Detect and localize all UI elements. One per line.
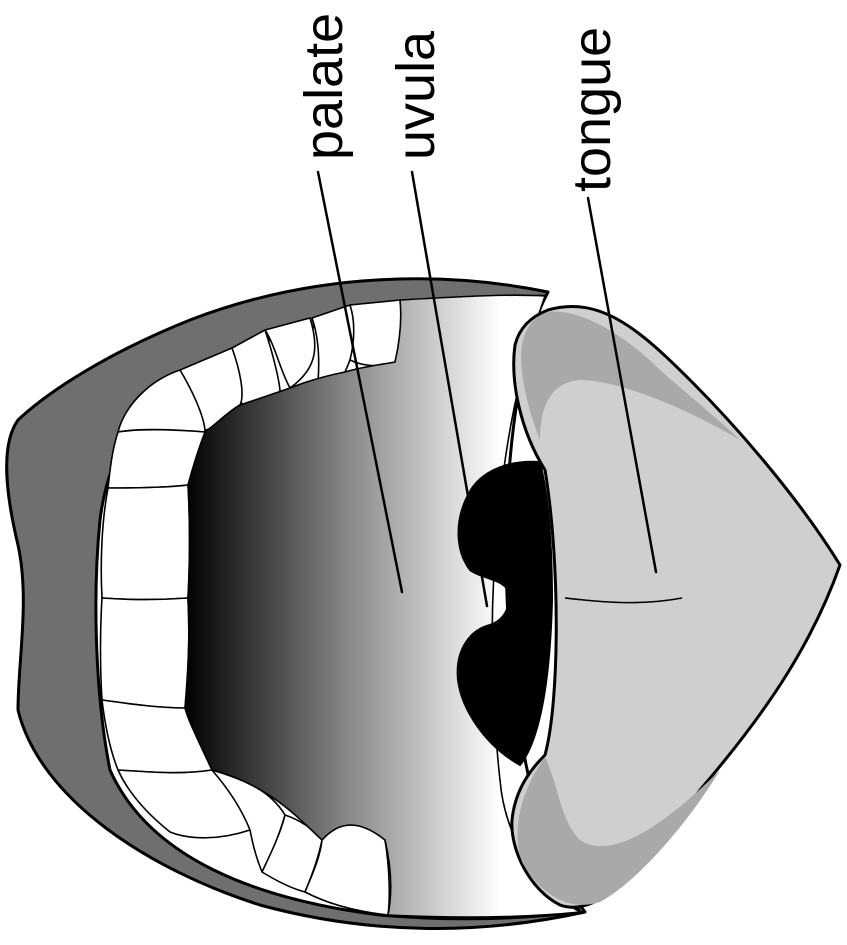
tongue-label: tongue [562, 27, 622, 192]
uvula-label: uvula [386, 30, 446, 160]
tongue [512, 306, 840, 907]
palate-label: palate [294, 13, 354, 160]
